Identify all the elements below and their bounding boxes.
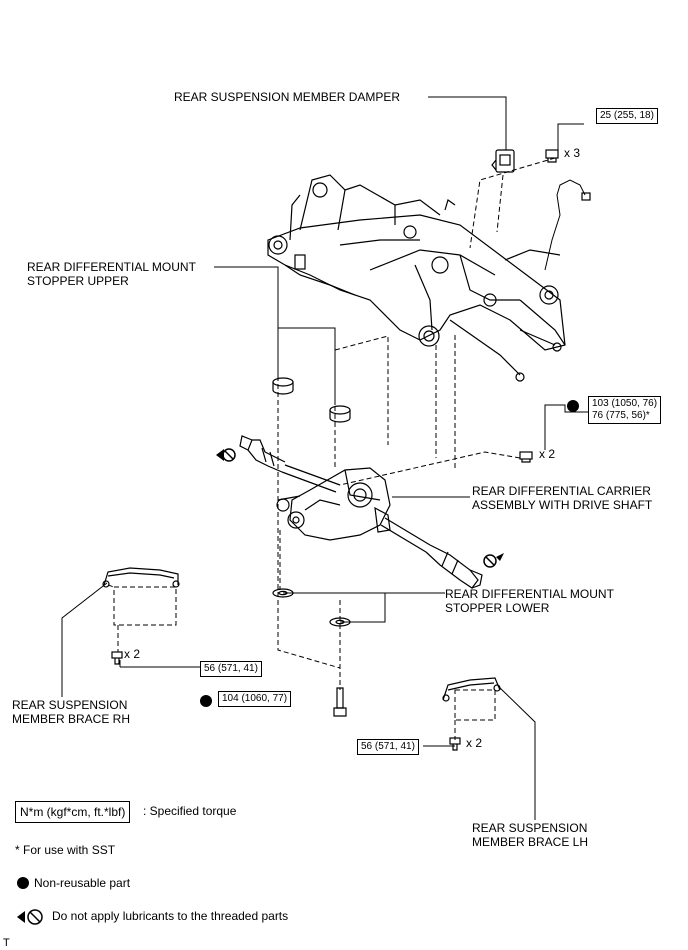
label-stopper-lower-line1: REAR DIFFERENTIAL MOUNT bbox=[445, 587, 614, 601]
carrier-bolt bbox=[519, 451, 533, 463]
label-brace-lh-line2: MEMBER BRACE LH bbox=[472, 835, 589, 849]
legend-non-reusable-icon bbox=[17, 877, 29, 889]
dashed-assembly-lines bbox=[107, 157, 556, 740]
torque-damper-bolt: 25 (255, 18) bbox=[596, 108, 658, 124]
brace-rh bbox=[102, 567, 180, 588]
no-lubricant-icon-left bbox=[216, 448, 236, 462]
label-brace-rh-line1: REAR SUSPENSION bbox=[12, 698, 128, 712]
brace-lh bbox=[442, 677, 501, 702]
label-brace-rh: REAR SUSPENSION MEMBER BRACE RH bbox=[12, 698, 130, 726]
label-stopper-lower-line2: STOPPER LOWER bbox=[445, 601, 550, 615]
damper-bolt bbox=[545, 149, 559, 163]
brace-rh-bolt bbox=[111, 651, 123, 665]
qty-carrier-bolt: x 2 bbox=[539, 447, 556, 461]
legend-no-lubricant-icon bbox=[17, 909, 43, 925]
torque-lower-bolt: 104 (1060, 77) bbox=[218, 691, 292, 707]
qty-damper-bolt: x 3 bbox=[564, 146, 581, 160]
legend-non-reusable-text: Non-reusable part bbox=[34, 876, 131, 890]
stopper-lower-left bbox=[272, 588, 294, 598]
drive-shaft-left bbox=[239, 435, 341, 493]
label-brace-lh: REAR SUSPENSION MEMBER BRACE LH bbox=[472, 821, 588, 849]
torque-brace-rh-bolt: 56 (571, 41) bbox=[200, 661, 262, 677]
label-brace-rh-line2: MEMBER BRACE RH bbox=[12, 712, 131, 726]
torque-brace-lh-bolt: 56 (571, 41) bbox=[357, 739, 419, 755]
label-stopper-upper: REAR DIFFERENTIAL MOUNT STOPPER UPPER bbox=[27, 260, 196, 288]
torque-carrier-bolt-line2: 76 (775, 56)* bbox=[592, 410, 650, 421]
torque-carrier-bolt-line1: 103 (1050, 76) bbox=[592, 398, 658, 409]
label-diff-carrier-line2: ASSEMBLY WITH DRIVE SHAFT bbox=[472, 498, 653, 512]
corner-mark: T bbox=[3, 937, 10, 949]
stopper-upper-right bbox=[329, 405, 351, 423]
label-member-damper: REAR SUSPENSION MEMBER DAMPER bbox=[174, 90, 401, 104]
legend-no-lubricant-text: Do not apply lubricants to the threaded … bbox=[52, 909, 289, 923]
legend-sst-note: * For use with SST bbox=[15, 843, 116, 857]
non-reusable-icon-lower-bolt bbox=[200, 695, 212, 707]
brace-lh-bolt bbox=[449, 737, 461, 751]
non-reusable-icon-carrier bbox=[567, 400, 579, 412]
label-diff-carrier: REAR DIFFERENTIAL CARRIER ASSEMBLY WITH … bbox=[472, 484, 652, 512]
torque-carrier-bolt: 103 (1050, 76) 76 (775, 56)* bbox=[588, 396, 662, 424]
leader-lines bbox=[61, 96, 590, 820]
lower-long-bolt bbox=[333, 687, 347, 717]
differential-carrier bbox=[276, 467, 391, 541]
label-stopper-lower: REAR DIFFERENTIAL MOUNT STOPPER LOWER bbox=[445, 587, 614, 615]
label-brace-lh-line1: REAR SUSPENSION bbox=[472, 821, 588, 835]
legend-torque-unit: N*m (kgf*cm, ft.*lbf) bbox=[15, 801, 131, 823]
stopper-lower-right bbox=[329, 617, 351, 627]
no-lubricant-icon-right bbox=[483, 553, 504, 568]
stopper-upper-left bbox=[272, 377, 294, 395]
label-stopper-upper-line1: REAR DIFFERENTIAL MOUNT bbox=[27, 260, 196, 274]
drive-shaft-right bbox=[374, 506, 483, 589]
rear-suspension-member bbox=[267, 174, 591, 382]
member-damper bbox=[491, 149, 515, 173]
qty-brace-lh-bolt: x 2 bbox=[466, 736, 483, 750]
legend-torque-desc: : Specified torque bbox=[143, 804, 237, 818]
label-stopper-upper-line2: STOPPER UPPER bbox=[27, 274, 129, 288]
label-diff-carrier-line1: REAR DIFFERENTIAL CARRIER bbox=[472, 484, 651, 498]
qty-brace-rh-bolt: x 2 bbox=[124, 647, 141, 661]
